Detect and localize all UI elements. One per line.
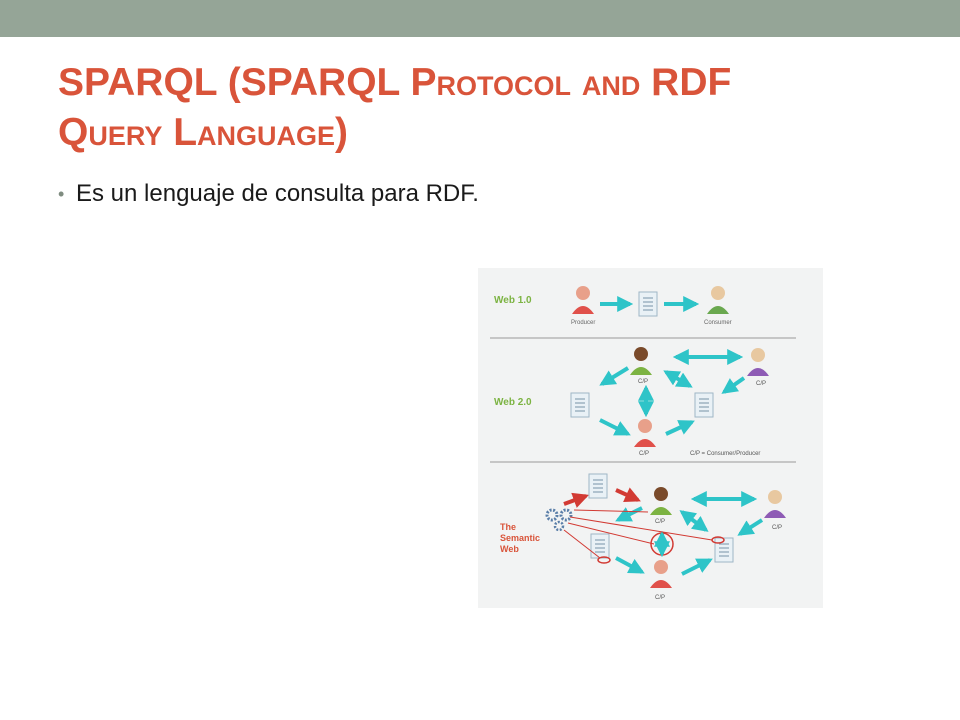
semantic-web-label: The: [500, 522, 516, 532]
cp-label: C/P: [772, 525, 782, 531]
bullet-icon: •: [58, 184, 65, 204]
cp-person-icon: [764, 490, 786, 518]
bullet-text: Es un lenguaje de consulta para RDF.: [76, 180, 479, 207]
arrow-icon: [681, 558, 713, 576]
document-icon: [638, 291, 658, 317]
document-icon: [570, 392, 590, 418]
title-segment: RDF: [640, 61, 732, 104]
title-line-1: SPARQL (SPARQL Protocol and RDF: [58, 58, 918, 108]
cp-person-icon: [650, 560, 672, 588]
gears-icon: [545, 508, 573, 532]
arrow-icon: [665, 420, 695, 436]
arrow-icon: [737, 518, 764, 536]
top-bar: [0, 0, 960, 37]
cp-person-icon: [630, 347, 652, 375]
bullet-item: • Es un lenguaje de consulta para RDF.: [56, 178, 479, 210]
title-segment-smallcaps: rotocol and: [436, 61, 641, 104]
web1-label: Web 1.0: [494, 295, 532, 306]
arrow-icon: [663, 370, 693, 388]
arrow-icon: [721, 376, 746, 394]
semantic-web-label: Web: [500, 544, 519, 554]
cp-label: C/P: [655, 519, 665, 525]
cp-person-icon: [650, 487, 672, 515]
arrow-icon: [615, 556, 645, 574]
consumer-label: Consumer: [704, 320, 732, 326]
semantic-link-line: [563, 529, 601, 559]
highlight-ellipse: [711, 536, 725, 544]
web-evolution-diagram: Web 1.0 Producer Consumer Web 2.0 C/P C/…: [478, 268, 823, 608]
cp-legend: C/P = Consumer/Producer: [690, 451, 760, 457]
title-segment: SPARQL (SPARQL P: [58, 61, 437, 104]
document-icon: [590, 533, 610, 559]
document-icon: [588, 473, 608, 499]
title-segment: ): [335, 111, 349, 154]
semantic-link-line: [567, 522, 655, 545]
web2-label: Web 2.0: [494, 397, 532, 408]
title-line-2: Query Language): [58, 108, 918, 158]
arrow-icon: [615, 487, 641, 502]
consumer-person-icon: [707, 286, 729, 314]
slide-title: SPARQL (SPARQL Protocol and RDF Query La…: [58, 58, 918, 158]
cp-person-icon: [634, 419, 656, 447]
cp-label: C/P: [638, 379, 648, 385]
arrow-icon: [679, 510, 709, 532]
cp-label: C/P: [655, 595, 665, 601]
arrow-icon: [599, 366, 630, 386]
title-segment-smallcaps: anguage: [197, 111, 336, 154]
arrow-icon: [563, 492, 590, 508]
producer-label: Producer: [571, 320, 595, 326]
cp-label: C/P: [756, 381, 766, 387]
cp-label: C/P: [639, 451, 649, 457]
title-segment-smallcaps: uery: [88, 111, 163, 154]
arrow-icon: [599, 418, 631, 436]
title-segment: L: [162, 111, 198, 154]
arrow-icon: [615, 506, 643, 522]
diagram-svg: Web 1.0 Producer Consumer Web 2.0 C/P C/…: [490, 286, 796, 601]
producer-person-icon: [572, 286, 594, 314]
semantic-link-line: [569, 516, 713, 541]
highlight-ellipse: [597, 556, 611, 564]
document-icon: [694, 392, 714, 418]
semantic-link-line: [573, 509, 649, 513]
cp-person-icon: [747, 348, 769, 376]
bullet-list: • Es un lenguaje de consulta para RDF.: [56, 178, 479, 210]
title-segment: Q: [58, 111, 89, 154]
semantic-web-label: Semantic: [500, 533, 540, 543]
